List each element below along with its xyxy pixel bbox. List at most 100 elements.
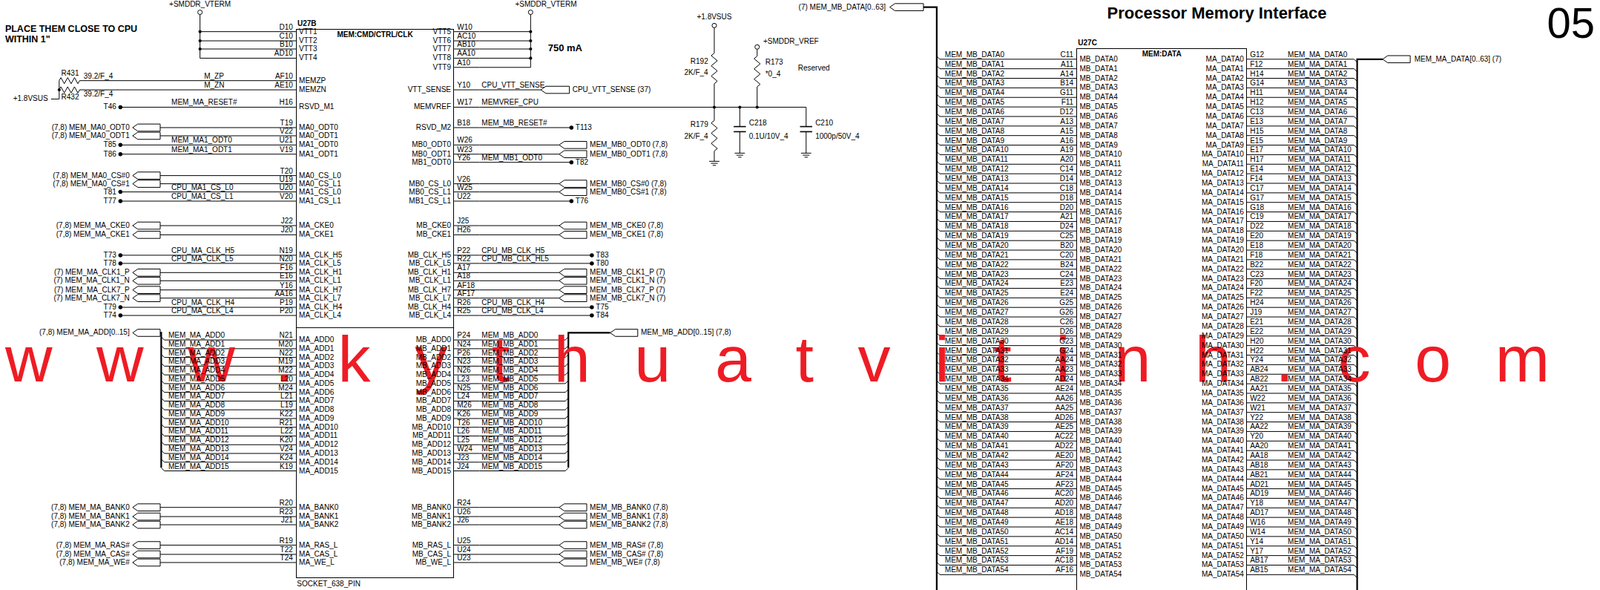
pin-name: VTT7	[433, 45, 451, 53]
net-label: CPU_MB_CLK_H4	[481, 298, 545, 307]
pin-number: Y22	[1249, 413, 1264, 422]
reference-designator: U27C	[1077, 38, 1098, 47]
offpage-label: CPU_VTT_SENSE (37)	[572, 86, 652, 94]
net-label: MEM_MA_DATA50	[1287, 528, 1352, 536]
wire	[160, 126, 250, 128]
pin-number: B20	[1059, 241, 1074, 250]
pin-name: MB_DATA52	[1079, 551, 1122, 560]
net-label: MEM_MA_DATA2	[1287, 70, 1348, 78]
junction-dot	[118, 189, 124, 195]
pin-number: W26	[456, 136, 473, 144]
pin-number: L24	[456, 392, 470, 400]
pin-number: G26	[1059, 308, 1074, 316]
pin-number: E23	[1059, 279, 1074, 288]
offpage-label: (7) MEM_MA_CLK7_N	[53, 294, 130, 302]
pin-stub	[249, 234, 296, 236]
pin-number: W22	[1249, 394, 1266, 403]
net-label: MEM_MA_DATA12	[1287, 165, 1352, 173]
pin-number: Y14	[1249, 537, 1264, 546]
offpage-connector	[132, 558, 161, 566]
testpoint-label: T79	[103, 303, 117, 311]
pin-number: AD21	[1249, 480, 1269, 489]
net-label: MEM_MB_ADD15	[481, 462, 543, 471]
pin-name: MB_DATA37	[1079, 408, 1122, 417]
pin-name: MB_CLK_L1	[408, 276, 451, 285]
wire	[479, 561, 560, 563]
pin-number: J25	[456, 217, 469, 225]
pin-number: AB21	[1249, 471, 1268, 479]
net-label: CPU_MA_CLK_L4	[171, 307, 233, 315]
resistor-symbol	[754, 56, 761, 87]
pin-name: MA_ADD13	[298, 449, 339, 457]
net-label: MEM_MB1_ODT0	[481, 154, 543, 162]
pin-name: MB_DATA6	[1079, 112, 1118, 121]
net-label: MEM_MA_DATA37	[1287, 404, 1352, 412]
pin-number: M24	[278, 384, 293, 392]
net-label: MEM_MA_DATA19	[1287, 232, 1352, 240]
pin-number: AB15	[1249, 565, 1268, 574]
wire	[160, 280, 250, 282]
net-label: MEM_MB_DATA22	[945, 261, 1009, 269]
net-label: MEM_MB_ADD5	[481, 375, 538, 383]
capacitor-symbol	[733, 126, 747, 128]
pin-number: L25	[456, 436, 470, 444]
pin-name: MB_DATA16	[1079, 208, 1122, 216]
pin-name: MA_ADD6	[298, 388, 334, 397]
pin-number: T20	[280, 167, 293, 176]
wire	[200, 40, 250, 42]
pin-number: AD20	[1054, 499, 1074, 507]
wire	[479, 506, 560, 508]
pin-name: MB_DATA13	[1079, 179, 1122, 187]
wire	[756, 86, 758, 108]
net-label: M_ZN	[203, 81, 225, 90]
pin-number: A20	[1059, 155, 1074, 164]
net-label: MEM_MB_DATA47	[945, 499, 1009, 507]
pin-number: U21	[278, 136, 293, 144]
pin-stub	[249, 135, 296, 136]
pin-name: VTT4	[298, 54, 317, 62]
testpoint-label: T46	[103, 103, 117, 111]
net-label: MEM_MA_ADD14	[168, 453, 230, 462]
net-label: MEM_MB_DATA34	[945, 375, 1009, 383]
pin-stub	[453, 544, 480, 546]
wire	[479, 544, 560, 546]
pin-name: MB_DATA18	[1079, 226, 1122, 235]
net-label: MEM_MA_RESET#	[171, 98, 237, 107]
net-label: MEM_MA_DATA31	[1287, 347, 1352, 355]
pin-name: MB_ADD9	[416, 414, 451, 423]
pin-number: AF16	[1055, 565, 1074, 574]
wire	[479, 225, 560, 227]
wire	[160, 289, 250, 291]
pin-name: MA1_ODT1	[298, 150, 339, 158]
pin-name: MA_CAS_L	[298, 550, 338, 558]
pin-stub	[453, 48, 480, 50]
pin-name: MA_WE_L	[298, 558, 335, 566]
pin-number: J21	[281, 516, 293, 524]
pin-name: MA_DATA25	[1201, 293, 1244, 302]
pin-name: MB_CLK_L7	[408, 294, 451, 302]
net-label: CPU_MA_CLK_L5	[171, 255, 233, 263]
pin-number: AB22	[1249, 375, 1268, 383]
pin-name: MB_DATA7	[1079, 122, 1118, 130]
pin-name: MA_DATA10	[1201, 150, 1244, 158]
pin-name: MB0_ODT0	[411, 140, 451, 149]
component-label: R431	[61, 69, 80, 78]
net-label: MEM_MA_DATA36	[1287, 394, 1352, 403]
offpage-label: MEM_MB_CLK1_N (7)	[589, 276, 666, 285]
pin-number: H11	[1249, 89, 1264, 97]
pin-number: G23	[1059, 337, 1074, 345]
pin-number: T19	[280, 119, 293, 127]
pin-name: MB_CKE0	[416, 221, 451, 230]
pin-name: MB_DATA8	[1079, 132, 1118, 140]
pin-name: MA_DATA23	[1201, 275, 1244, 283]
wire	[160, 272, 250, 273]
pin-name: MB_DATA29	[1079, 332, 1122, 340]
net-label: MEM_MA_ADD9	[168, 410, 225, 418]
net-label: MEM_MB_DATA45	[945, 480, 1009, 489]
pin-number: U19	[278, 175, 293, 184]
pin-name: MB_DATA5	[1079, 103, 1118, 111]
pin-number: F22	[1249, 289, 1263, 297]
pin-name: MA_DATA0	[1206, 55, 1244, 64]
wire	[160, 506, 250, 508]
net-label: MEM_MA_DATA14	[1287, 184, 1352, 193]
